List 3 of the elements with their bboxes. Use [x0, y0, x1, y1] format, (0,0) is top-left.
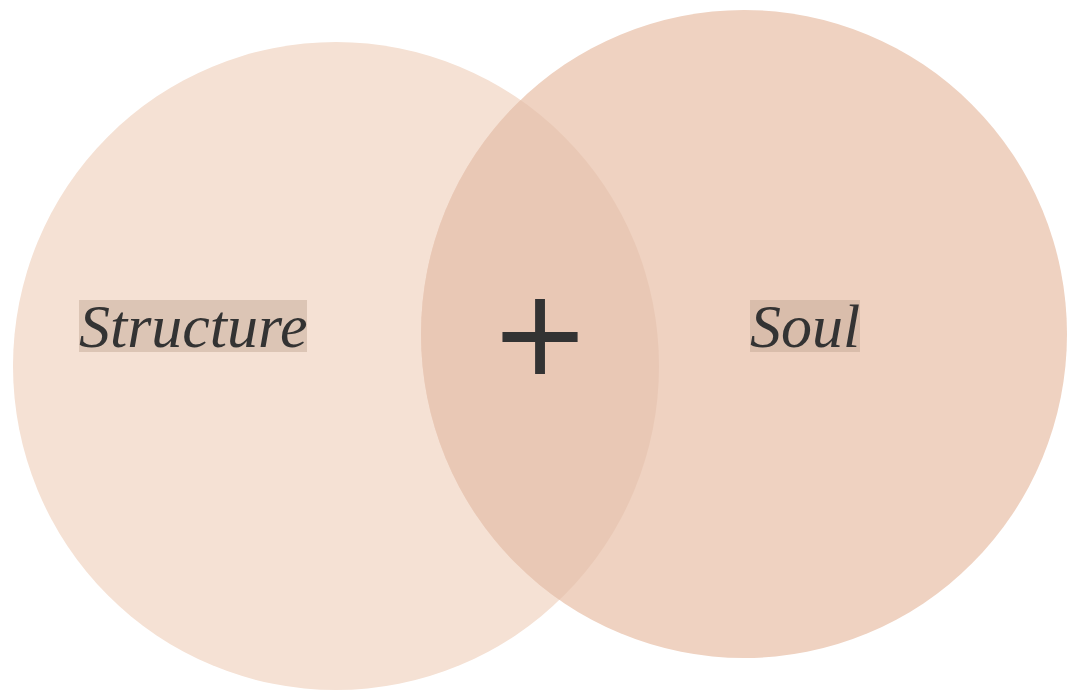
circle-label: Soul [750, 300, 861, 352]
circle-label: Structure [79, 300, 308, 352]
plus-sign: + [489, 273, 591, 393]
